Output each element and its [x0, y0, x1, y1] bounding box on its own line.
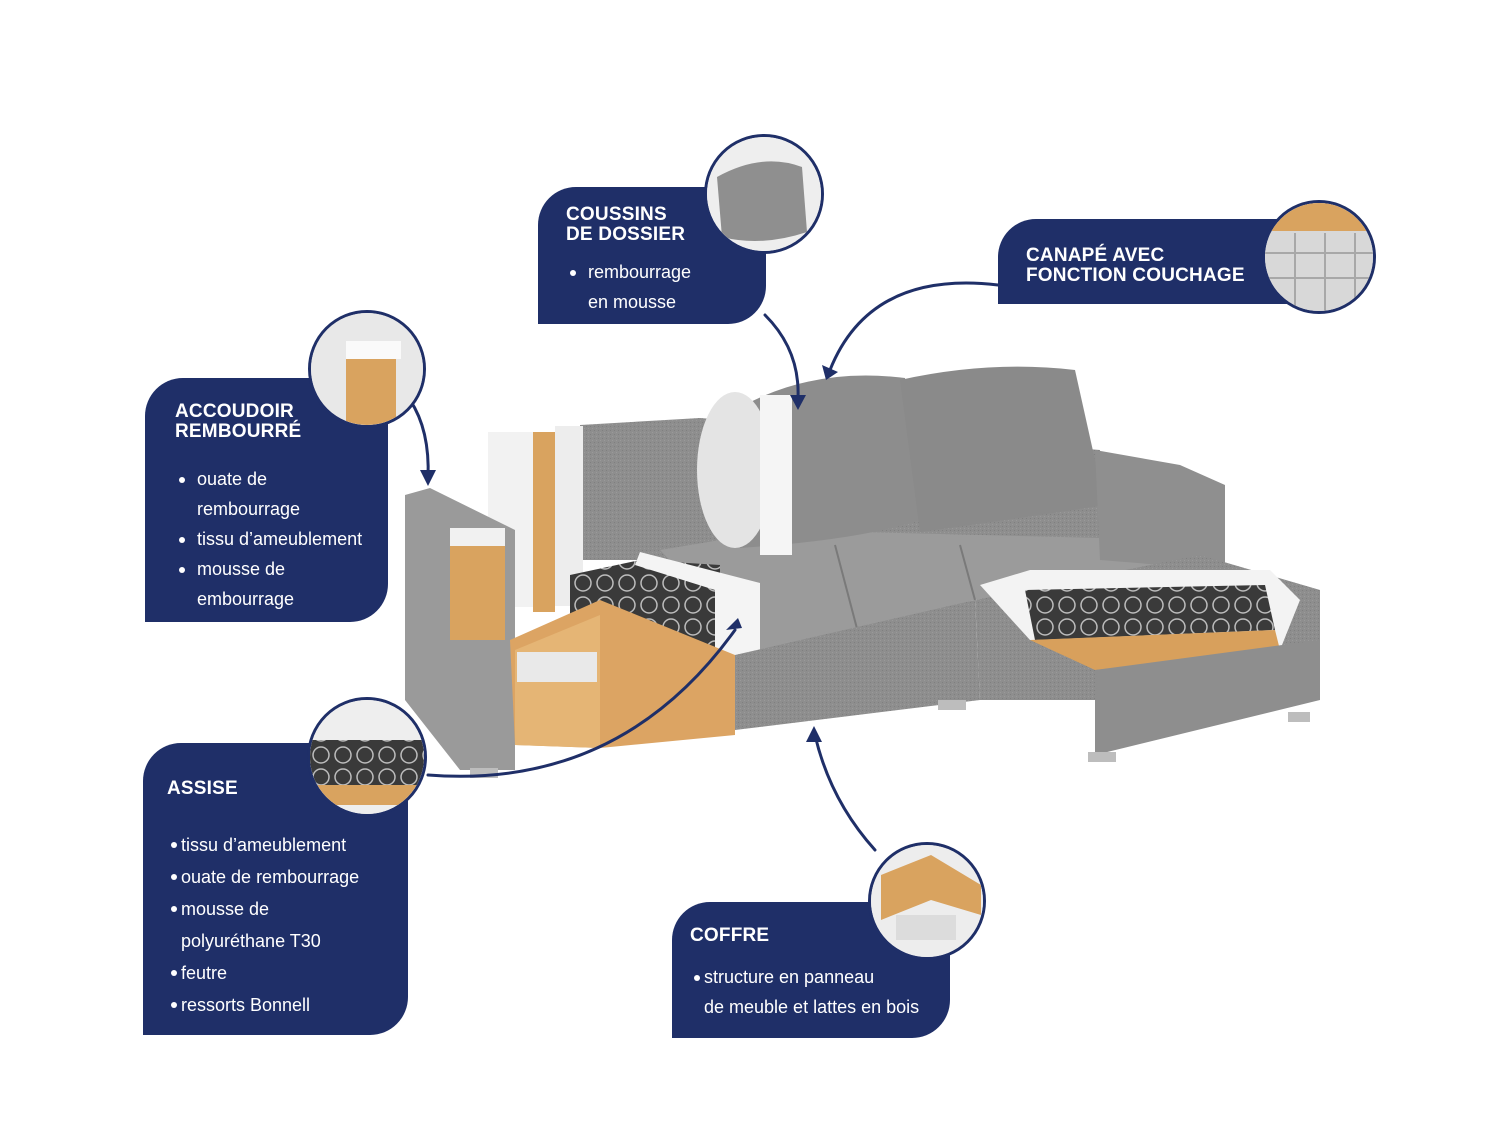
chaise-base: [1095, 640, 1320, 755]
chaise-wood-slats: [1030, 630, 1280, 670]
cushion-foam-cut: [697, 392, 773, 548]
list-item: mousse de embourrage: [175, 554, 362, 614]
list-item: ouate de rembourrage: [175, 464, 362, 524]
back-cushion-right: [900, 366, 1105, 532]
list-item: ouate de rembourrage: [167, 861, 359, 893]
detail-circle-armrest: [308, 310, 426, 428]
panel-title: COUSSINS: [566, 204, 667, 225]
arrow-coffre: [813, 733, 877, 852]
panel-canape-fonction-couchage: CANAPÉ AVEC FONCTION COUCHAGE: [998, 219, 1298, 304]
detail-circle-bed: [1262, 200, 1376, 314]
panel-title: CANAPÉ AVEC: [1026, 245, 1165, 266]
chaise-spring-unit: [1025, 585, 1275, 640]
panel-title: REMBOURRÉ: [175, 421, 302, 442]
sofa-foot: [1288, 712, 1310, 722]
arrowhead: [822, 365, 838, 380]
list-item: structure en panneau de meuble et lattes…: [690, 962, 919, 1022]
armrest-wood-core: [450, 530, 505, 640]
arrowhead: [790, 395, 806, 410]
panel-title: ASSISE: [167, 778, 238, 799]
detail-circle-seat: [307, 697, 427, 817]
arrow-coussins: [763, 313, 800, 400]
sofa-base-fabric: [735, 600, 980, 730]
arrowhead: [726, 618, 742, 630]
list-item: feutre: [167, 957, 359, 989]
chaise-armrest: [1095, 450, 1225, 570]
detail-circle-storage: [868, 842, 986, 960]
sofa-foot: [938, 700, 966, 710]
sofa-foot: [1088, 752, 1116, 762]
list-item: rembourrage en mousse: [566, 257, 691, 317]
panel-title: COFFRE: [690, 925, 770, 946]
arrow-assise: [426, 628, 737, 778]
list-item: ressorts Bonnell: [167, 989, 359, 1021]
arrow-accoudoir: [408, 398, 430, 480]
armrest-foam-top: [450, 528, 505, 546]
seat-cushions: [660, 530, 1200, 655]
back-wood-layer: [533, 432, 555, 612]
list-item: tissu d’ameublement: [175, 524, 362, 554]
storage-interior: [517, 652, 597, 682]
arrow-canape: [828, 281, 1000, 372]
panel-title: ACCOUDOIR: [175, 401, 294, 422]
detail-circle-cushion: [704, 134, 824, 254]
arrowhead: [806, 726, 822, 742]
list-item: mousse de polyuréthane T30: [167, 893, 359, 957]
panel-title: DE DOSSIER: [566, 224, 686, 245]
arrowhead: [420, 470, 436, 486]
sofa-foot: [470, 768, 498, 778]
panel-title: FONCTION COUCHAGE: [1026, 265, 1245, 286]
list-item: tissu d’ameublement: [167, 829, 359, 861]
